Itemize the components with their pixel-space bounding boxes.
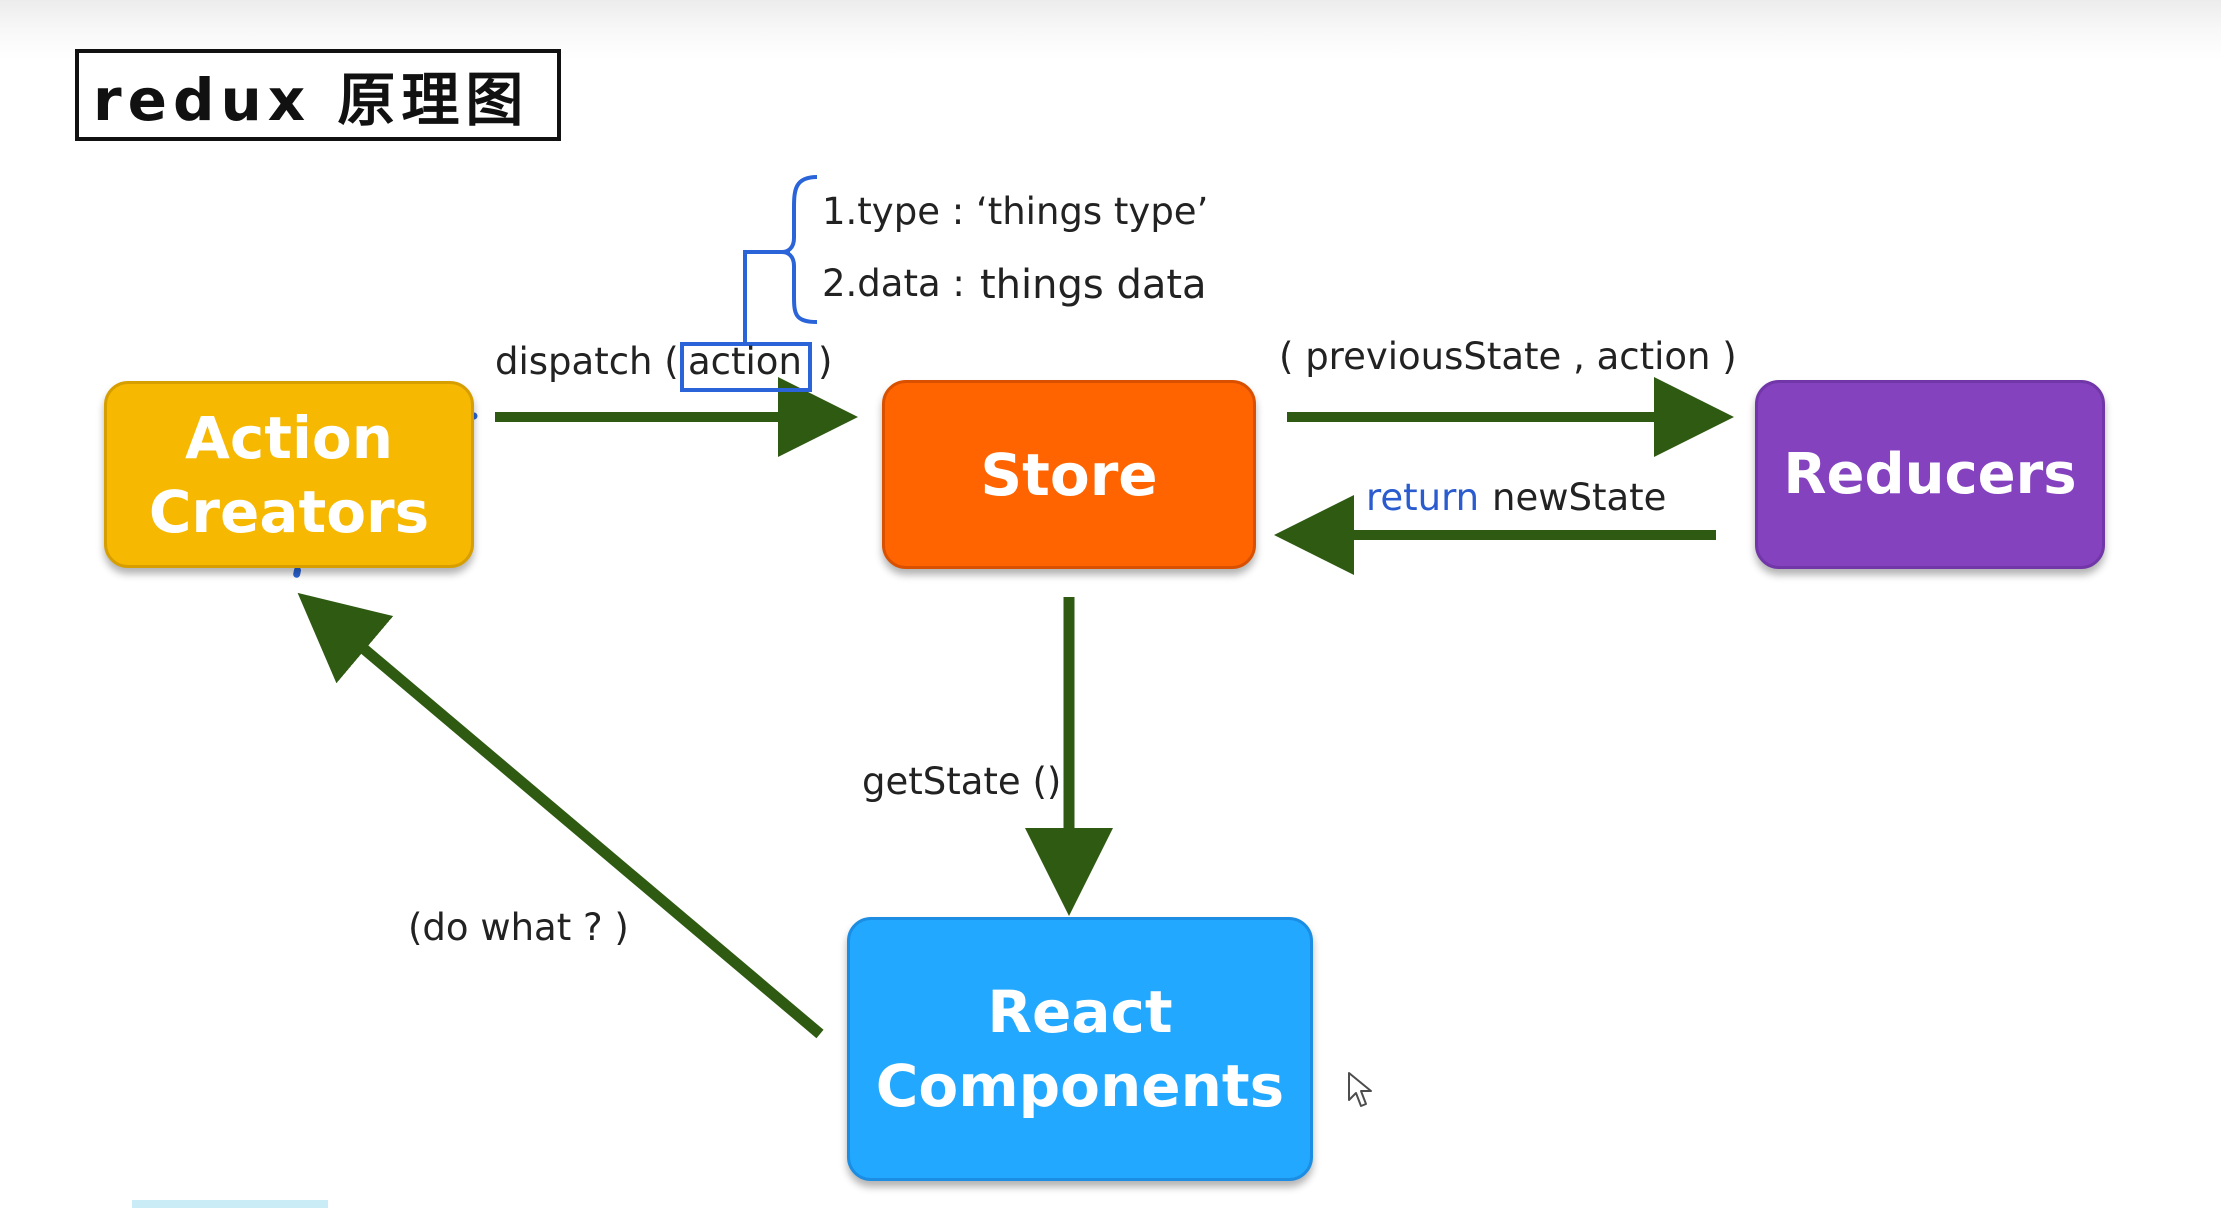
diagram-title: redux 原理图 (93, 66, 530, 134)
action-creators-node: Action Creators (104, 381, 474, 568)
dispatch-action-label: action (688, 340, 802, 383)
action-data-value: things data (980, 262, 1207, 308)
get-state-label: getState () (862, 760, 1062, 803)
react-components-node: React Components (847, 917, 1313, 1181)
reducers-label: Reducers (1783, 442, 2077, 507)
dispatch-label: dispatch ( (495, 340, 679, 383)
action-creators-label: Action Creators (148, 403, 430, 546)
diagram-title-box: redux 原理图 (75, 49, 561, 141)
action-connector (743, 250, 790, 344)
dispatch-close-label: ) (818, 340, 833, 383)
bottom-highlight-strip (132, 1200, 328, 1208)
action-data-label: 2.data : (822, 262, 965, 305)
action-type-label: 1.type : ‘things type’ (822, 190, 1209, 233)
new-state-label: newState (1492, 476, 1667, 519)
do-what-arrow (297, 592, 824, 1039)
reducers-node: Reducers (1755, 380, 2105, 569)
return-keyword: return (1366, 476, 1480, 519)
do-what-label: (do what ? ) (408, 906, 629, 949)
react-components-label: React Components (875, 978, 1285, 1120)
previous-state-label: ( previousState , action ) (1279, 335, 1737, 378)
mouse-pointer-icon (1348, 1072, 1372, 1107)
action-fields-brace (781, 175, 818, 324)
store-label: Store (980, 440, 1158, 509)
store-node: Store (882, 380, 1256, 569)
